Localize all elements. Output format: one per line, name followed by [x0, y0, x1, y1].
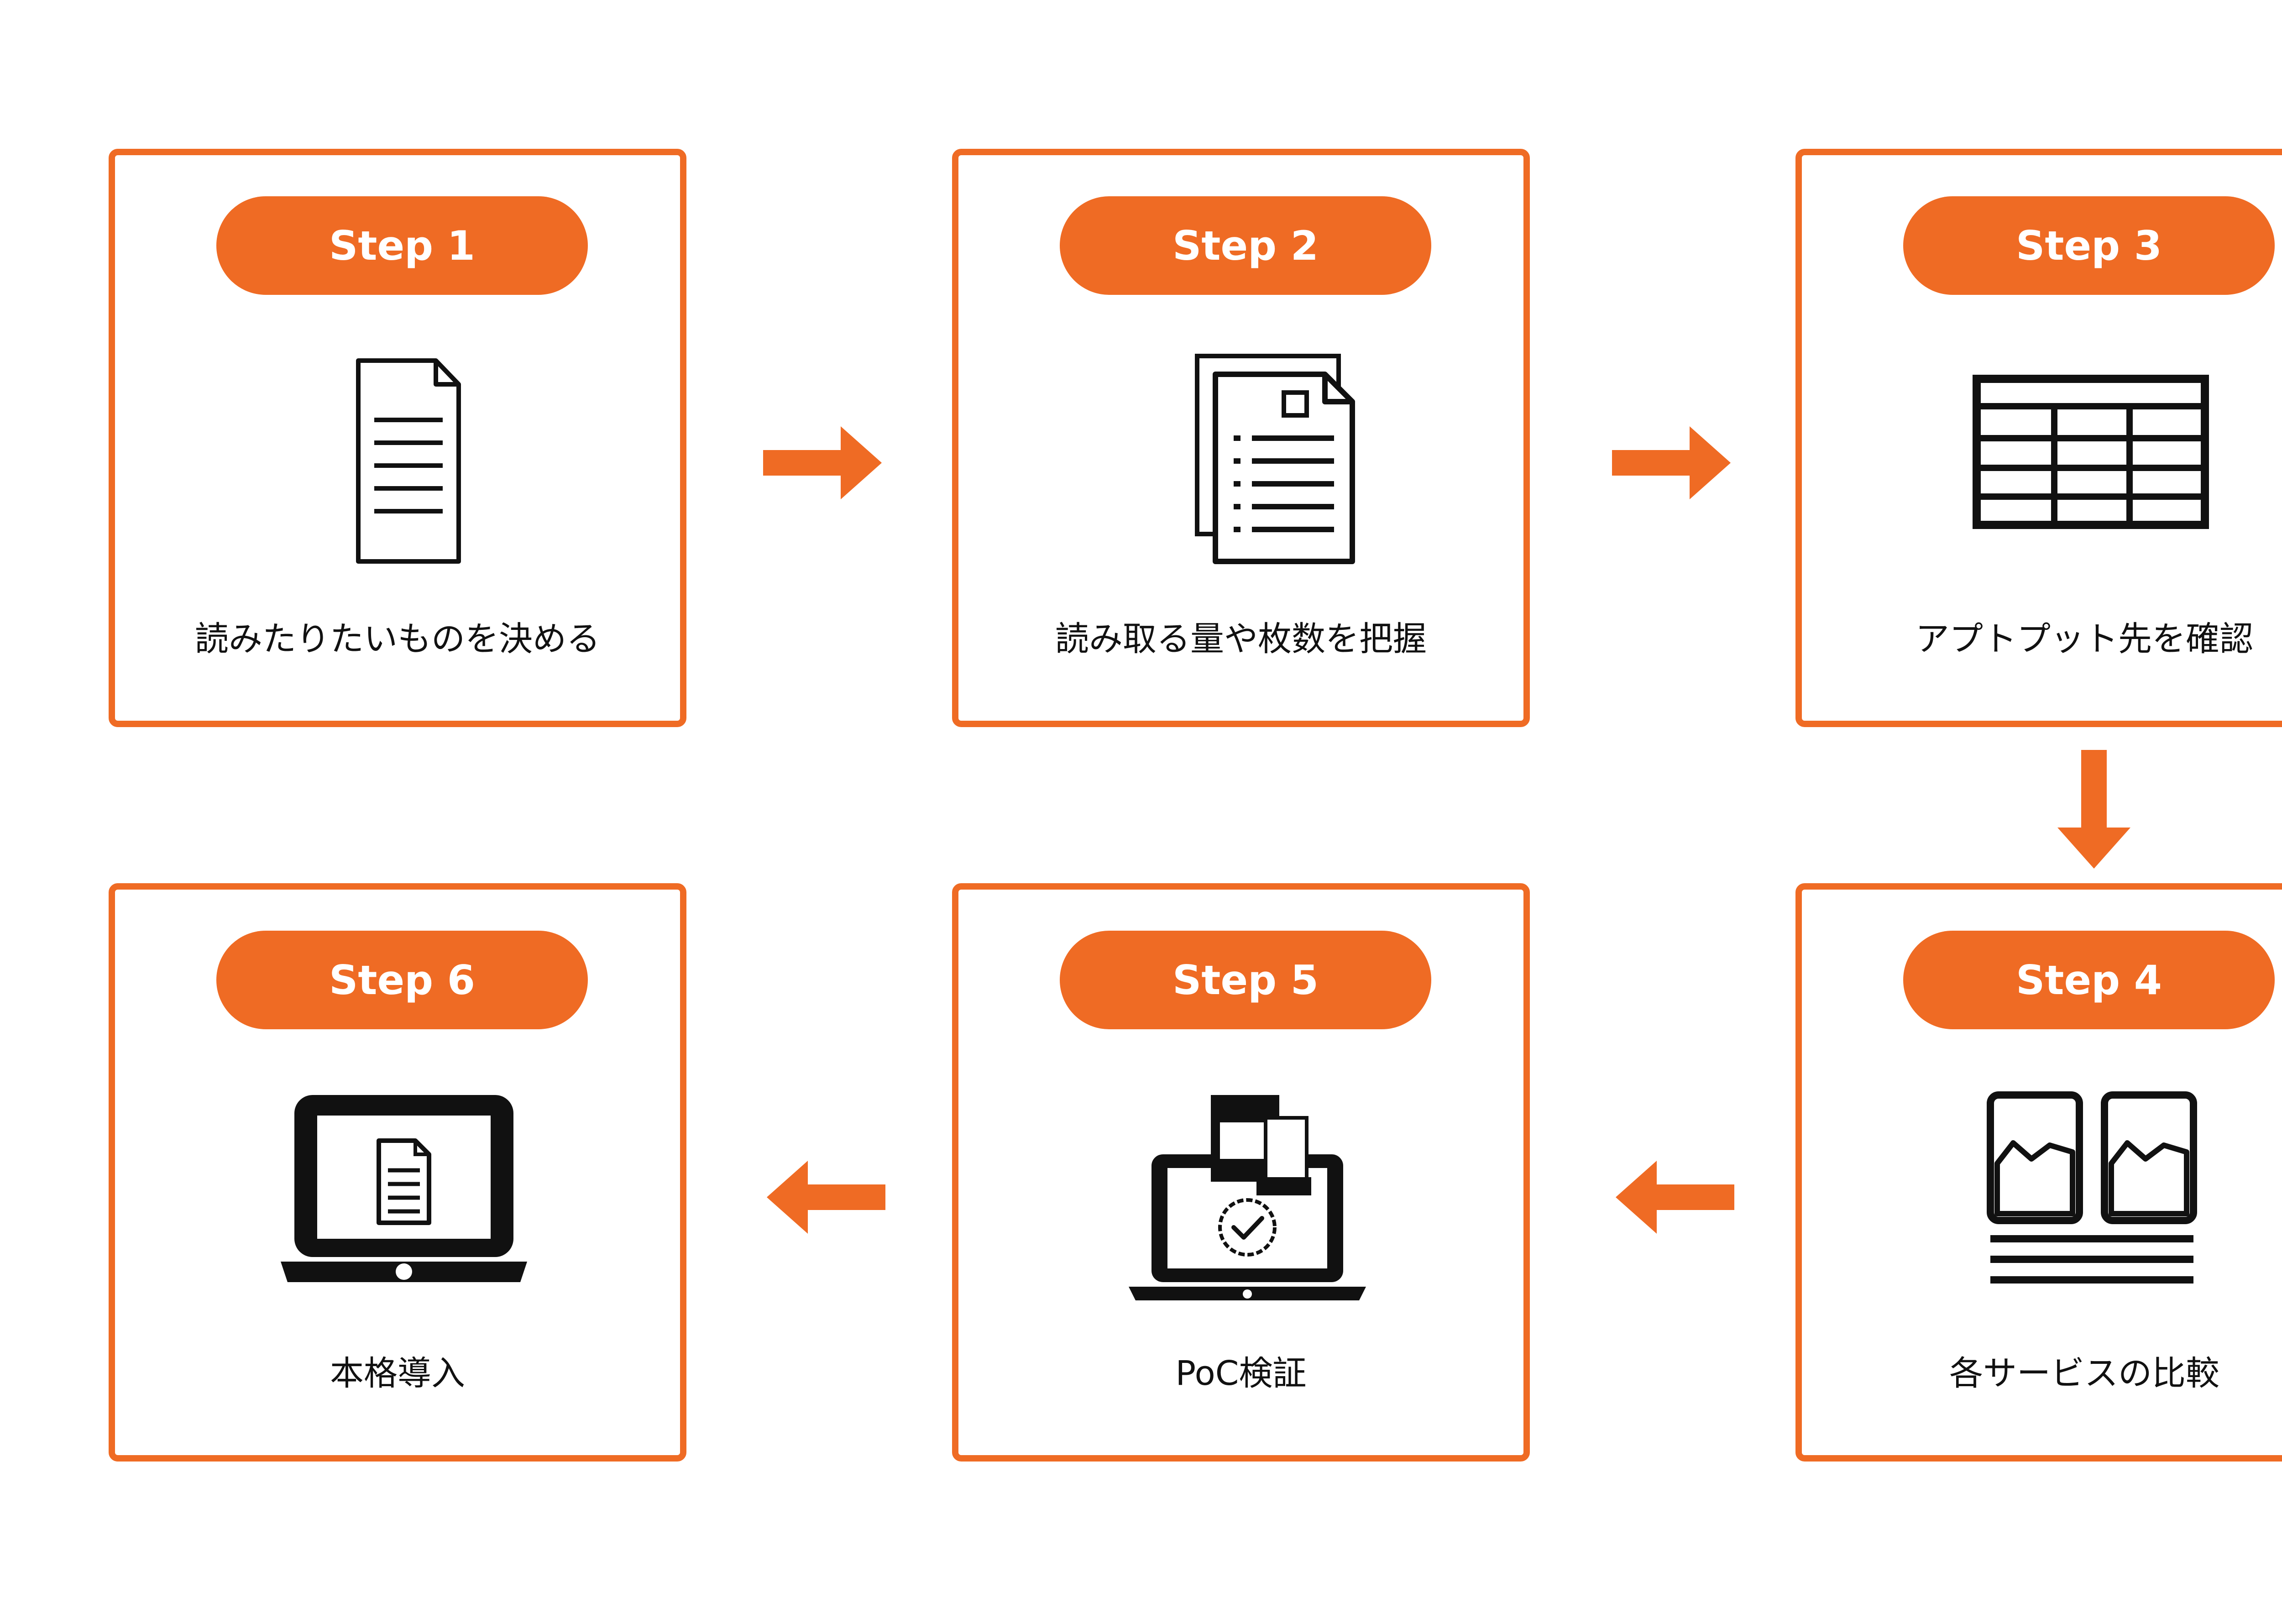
step-card-3: Step 3 アプトプット先を確認 — [1795, 149, 2282, 727]
arrow-right-icon — [1612, 426, 1731, 499]
step-badge: Step 1 — [216, 196, 588, 295]
step-badge: Step 2 — [1060, 196, 1431, 295]
step-badge: Step 5 — [1060, 931, 1431, 1029]
step-card-6: Step 6 本格導入 — [109, 883, 686, 1462]
step-card-2: Step 2 読み取る量や枚数を把握 — [952, 149, 1530, 727]
arrow-right-icon — [763, 426, 882, 499]
step-label: 読み取る量や枚数を把握 — [1055, 619, 1427, 659]
step-card-4: Step 4 各サービスの比較 — [1795, 883, 2282, 1462]
step-label: PoC検証 — [1175, 1354, 1307, 1393]
document-icon — [267, 351, 541, 571]
step-label: アプトプット先を確認 — [1916, 619, 2253, 659]
step-badge: Step 3 — [1903, 196, 2275, 295]
step-badge: Step 4 — [1903, 931, 2275, 1029]
image-compare-icon — [1954, 1086, 2228, 1305]
table-icon — [1954, 351, 2228, 571]
laptop-document-icon — [267, 1086, 541, 1305]
step-label: 本格導入 — [330, 1354, 465, 1393]
step-label: 読みたりたいものを決める — [195, 619, 600, 659]
arrow-down-icon — [2057, 750, 2130, 869]
step-badge: Step 6 — [216, 931, 588, 1029]
laptop-verify-icon — [1110, 1086, 1384, 1305]
stacked-documents-icon — [1110, 351, 1384, 571]
arrow-left-icon — [767, 1161, 885, 1234]
step-card-5: Step 5 PoC検証 — [952, 883, 1530, 1462]
arrow-left-icon — [1616, 1161, 1734, 1234]
step-label: 各サービスの比較 — [1949, 1354, 2219, 1393]
step-card-1: Step 1 読みたりたいものを決める — [109, 149, 686, 727]
